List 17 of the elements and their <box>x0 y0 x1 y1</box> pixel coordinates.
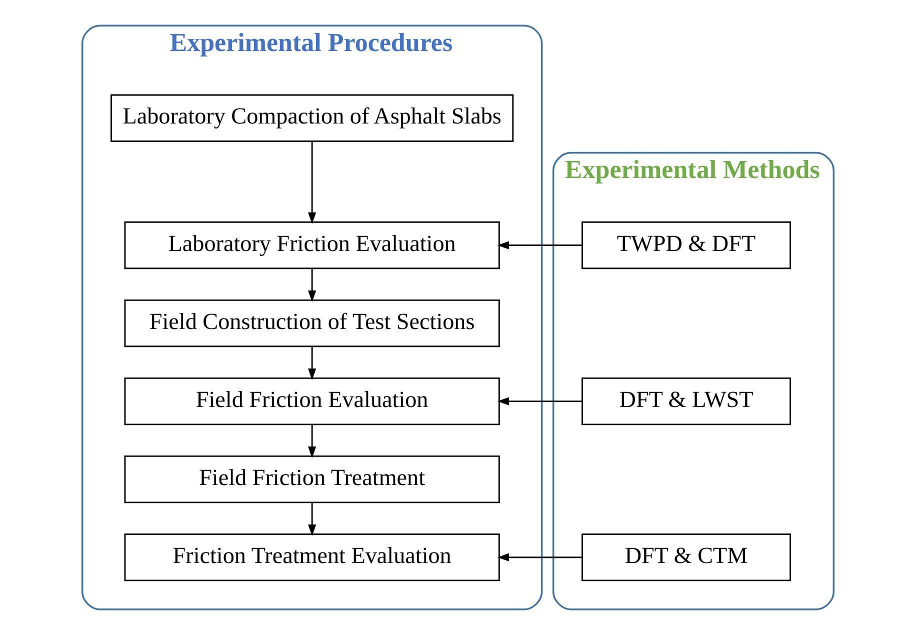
arrow <box>308 142 316 224</box>
arrow <box>308 424 316 458</box>
arrow <box>308 346 316 380</box>
arrow <box>497 397 582 406</box>
node-box: DFT & CTM <box>582 534 792 582</box>
node-box: TWPD & DFT <box>582 221 792 270</box>
node-box: Laboratory Compaction of Asphalt Slabs <box>110 94 514 142</box>
node-box: Field Friction Evaluation <box>124 377 500 426</box>
node-box: Laboratory Friction Evaluation <box>124 221 500 270</box>
arrow <box>497 553 582 562</box>
node-box: Field Construction of Test Sections <box>124 299 500 348</box>
node-box: DFT & LWST <box>582 377 792 426</box>
arrow <box>497 241 582 250</box>
arrow <box>308 502 316 536</box>
node-box: Friction Treatment Evaluation <box>124 534 500 582</box>
node-box: Field Friction Treatment <box>124 455 500 504</box>
arrow <box>308 268 316 302</box>
